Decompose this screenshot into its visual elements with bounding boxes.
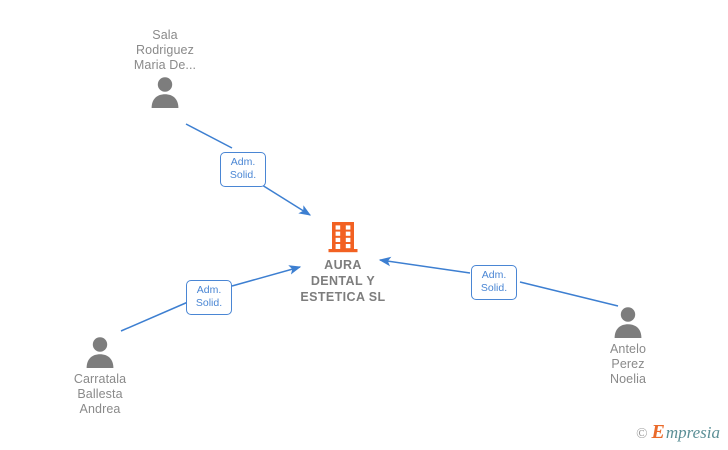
person-icon — [86, 337, 114, 368]
relation-label-sala[interactable]: Adm. Solid. — [220, 152, 266, 187]
watermark-empresia: © E mpresia — [636, 422, 720, 443]
edge-antelo-to-company — [519, 281, 619, 307]
person-label-antelo-perez-noelia: Antelo Perez Noelia — [609, 342, 647, 386]
edge-sala-to-company — [185, 123, 233, 149]
person-label-carratala-ballesta-andrea: Carratala Ballesta Andrea — [73, 372, 127, 416]
person-node-sala-rodriguez-maria-de[interactable]: Sala Rodriguez Maria De... — [95, 28, 235, 109]
company-node-aura-dental-y-estetica-sl[interactable]: AURA DENTAL Y ESTETICA SL — [268, 221, 418, 305]
copyright-symbol: © — [636, 426, 648, 442]
brand-name: mpresia — [665, 423, 720, 442]
building-icon — [328, 222, 358, 253]
brand-initial: E — [651, 421, 665, 443]
person-icon — [151, 77, 179, 108]
relation-label-carratala[interactable]: Adm. Solid. — [186, 280, 232, 315]
company-label: AURA DENTAL Y ESTETICA SL — [300, 258, 386, 304]
relation-label-antelo[interactable]: Adm. Solid. — [471, 265, 517, 300]
edge-carratala-to-company — [120, 301, 189, 332]
person-node-carratala-ballesta-andrea[interactable]: Carratala Ballesta Andrea — [30, 335, 170, 417]
person-node-antelo-perez-noelia[interactable]: Antelo Perez Noelia — [558, 305, 698, 387]
edge-sala-to-company-arrow — [261, 184, 312, 216]
person-label-sala-rodriguez-maria-de: Sala Rodriguez Maria De... — [133, 28, 197, 72]
person-icon — [614, 307, 642, 338]
